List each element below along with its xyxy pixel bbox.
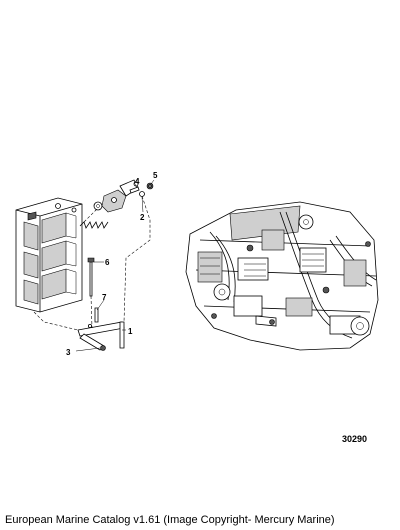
- callout-2: 2: [140, 213, 145, 222]
- callout-3: 3: [66, 348, 71, 357]
- callout-6: 6: [105, 258, 110, 267]
- callout-7: 7: [102, 293, 107, 302]
- mounting-plate: [15, 197, 83, 313]
- callout-5: 5: [153, 171, 158, 180]
- throttle-cam-parts: [79, 179, 154, 323]
- leader-lines: [75, 179, 155, 352]
- engine-illustration: [185, 201, 379, 351]
- link-rod-assembly: [33, 257, 125, 351]
- figure-number: 30290: [342, 434, 367, 444]
- callout-4: 4: [135, 177, 140, 186]
- callout-1: 1: [128, 327, 133, 336]
- catalog-caption: European Marine Catalog v1.61 (Image Cop…: [5, 514, 335, 526]
